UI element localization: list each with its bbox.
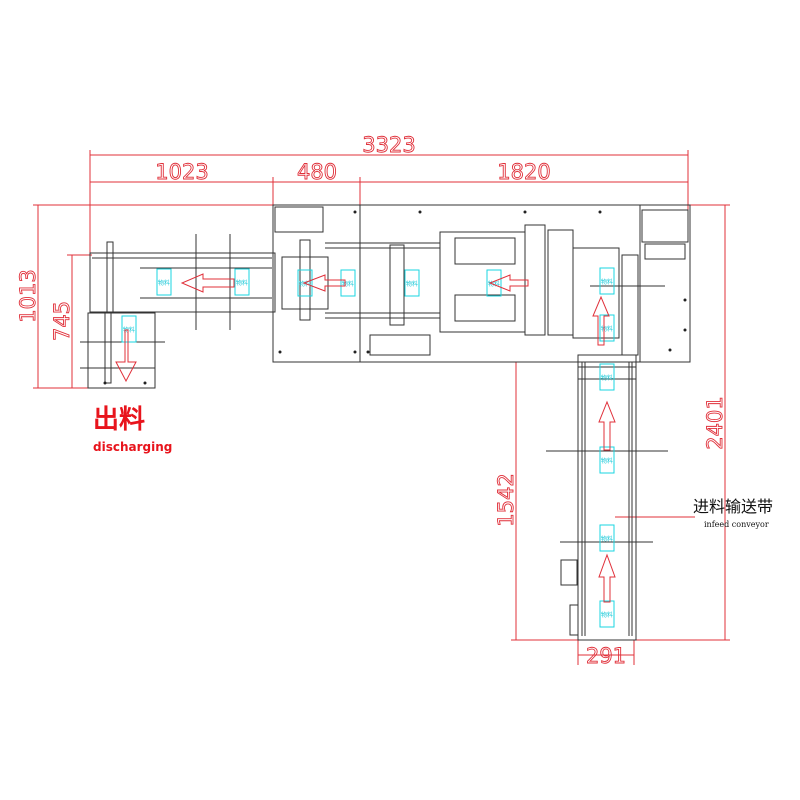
material-tag: 物料 — [234, 268, 250, 296]
discharging-label-cn: 出料 — [93, 405, 145, 435]
svg-text:物料: 物料 — [601, 325, 613, 333]
material-tag: 物料 — [599, 314, 615, 342]
dim-left-section: 1023 — [155, 160, 208, 184]
svg-text:物料: 物料 — [406, 280, 418, 288]
svg-text:物料: 物料 — [488, 280, 500, 288]
svg-text:物料: 物料 — [342, 280, 354, 288]
material-tag: 物料 — [404, 269, 420, 297]
svg-text:物料: 物料 — [299, 280, 311, 288]
main-machine — [272, 204, 691, 363]
svg-text:物料: 物料 — [158, 279, 170, 287]
infeed-label-cn: 进料输送带 — [693, 497, 773, 516]
material-tag: 物料 — [156, 268, 172, 296]
material-tag: 物料 — [340, 269, 356, 297]
dim-total-width: 3323 — [362, 133, 415, 157]
flow-arrows — [115, 273, 616, 603]
discharge-box — [87, 312, 156, 389]
svg-text:物料: 物料 — [601, 278, 613, 286]
svg-text:物料: 物料 — [236, 279, 248, 287]
material-tag: 物料 — [121, 315, 137, 343]
dim-infeed-width: 291 — [586, 644, 626, 668]
dim-middle-section: 480 — [297, 160, 337, 184]
dim-infeed-length: 1542 — [494, 473, 518, 526]
svg-text:物料: 物料 — [123, 326, 135, 334]
discharging-label-en: discharging — [93, 440, 172, 454]
dimension-labels: 3323 1023 480 1820 1013 745 2401 1542 29… — [16, 133, 728, 669]
svg-text:物料: 物料 — [601, 374, 613, 382]
mounting-holes — [103, 210, 687, 385]
arrow-left-icon — [302, 274, 346, 292]
arrow-left-icon — [488, 274, 529, 292]
svg-text:物料: 物料 — [601, 535, 613, 543]
svg-text:物料: 物料 — [601, 457, 613, 465]
material-tag: 物料 — [486, 269, 502, 297]
svg-text:物料: 物料 — [601, 611, 613, 619]
dim-discharge-height: 745 — [50, 301, 74, 341]
material-tag: 物料 — [599, 524, 615, 552]
material-tag: 物料 — [599, 267, 615, 295]
infeed-conveyor — [546, 354, 668, 641]
discharge-conveyor — [80, 234, 276, 389]
material-tag: 物料 — [297, 269, 313, 297]
dim-right-section: 1820 — [497, 160, 550, 184]
material-tag: 物料 — [599, 363, 615, 391]
arrow-down-icon — [115, 329, 137, 383]
material-tags: 物料 物料 物料 物料 物料 物料 物料 物料 物料 物料 物料 物料 物料 — [121, 267, 615, 628]
arrow-left-icon — [180, 273, 235, 293]
control-panel — [274, 206, 324, 233]
infeed-label-en: infeed conveyor — [704, 520, 769, 529]
dim-total-height: 2401 — [703, 396, 727, 449]
touch-screen — [641, 209, 689, 243]
material-tag: 物料 — [599, 446, 615, 474]
material-tag: 物料 — [599, 600, 615, 628]
dim-left-height: 1013 — [16, 269, 40, 322]
arrow-up-icon — [592, 295, 610, 346]
arrow-up-icon — [598, 400, 616, 451]
arrow-up-icon — [598, 553, 616, 603]
